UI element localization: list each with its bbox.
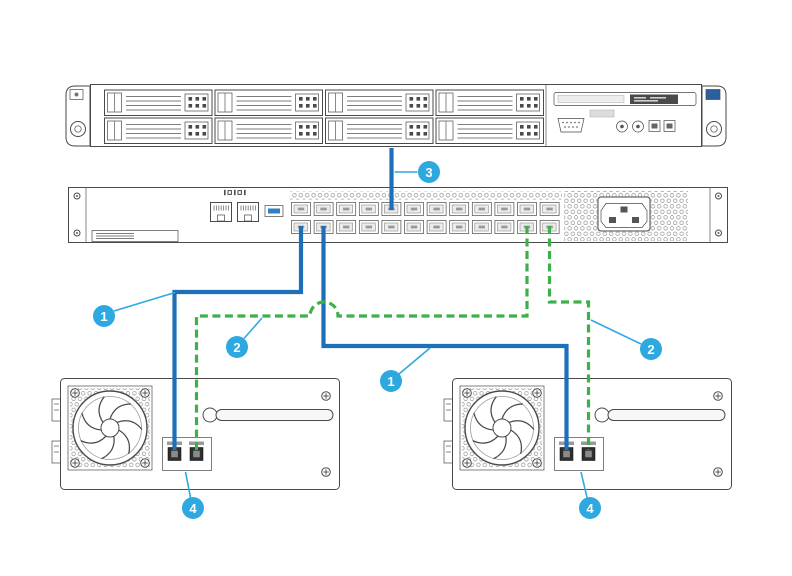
sfp-port [336, 202, 357, 216]
sfp-port [471, 202, 492, 216]
sfp-port [313, 202, 334, 216]
sfp-port [358, 220, 379, 234]
sfp-port [404, 220, 424, 234]
callout-4-right: 4 [579, 497, 601, 519]
drive-tray [214, 89, 323, 116]
sfp-port [404, 202, 424, 216]
vga-port [557, 118, 585, 133]
leader-1-right [398, 347, 431, 375]
sfp-port [539, 202, 560, 216]
sfp-port [381, 220, 402, 234]
callout-3: 3 [418, 161, 440, 183]
sfp-port [449, 220, 470, 234]
sfp-port [426, 202, 447, 216]
callout-2-left: 2 [226, 336, 248, 358]
cable-2-right [547, 226, 591, 450]
ear-screw-hole [73, 192, 81, 200]
cable-2-left [194, 226, 529, 450]
ear-screw-hole [73, 229, 81, 237]
leader-4-right [580, 471, 588, 498]
sfp-port [494, 220, 515, 234]
right-ear-label [705, 89, 721, 100]
callout-2-right: 2 [640, 338, 662, 360]
vent-strip [290, 191, 562, 200]
leader-2-left [243, 317, 263, 340]
cable-1-left [172, 226, 304, 450]
serial-label [589, 109, 615, 118]
ear-screw-hole [715, 229, 722, 237]
serial-port-icon [224, 189, 246, 196]
sfp-port [426, 220, 447, 234]
ear-screw-hole [715, 192, 722, 200]
callout-4-left: 4 [182, 497, 204, 519]
sfp-port [358, 202, 379, 216]
drive-tray [435, 89, 544, 116]
sfp-port [517, 202, 537, 216]
drive-tray [325, 117, 434, 144]
drive-tray [104, 117, 213, 144]
rj45-port [237, 202, 259, 222]
drive-tray [104, 89, 213, 116]
slot-label [630, 94, 678, 104]
rj45-port [210, 202, 232, 222]
power-module-right [444, 379, 732, 490]
cable-1-right [321, 226, 569, 450]
sfp-port [449, 202, 470, 216]
pull-tab [91, 230, 179, 242]
drive-tray [325, 89, 434, 116]
callout-1-right: 1 [380, 370, 402, 392]
callout-1-left: 1 [93, 305, 115, 327]
drive-tray [435, 117, 544, 144]
sfp-port [291, 202, 311, 216]
sfp-port [494, 202, 515, 216]
server-front-view [65, 84, 727, 147]
leader-2-right [590, 319, 642, 345]
leader-4-left [184, 471, 192, 498]
sfp-port [336, 220, 357, 234]
sfp-port [471, 220, 492, 234]
appliance-rear-view [68, 187, 728, 243]
drive-tray [214, 117, 323, 144]
leader-1-left [113, 291, 176, 312]
